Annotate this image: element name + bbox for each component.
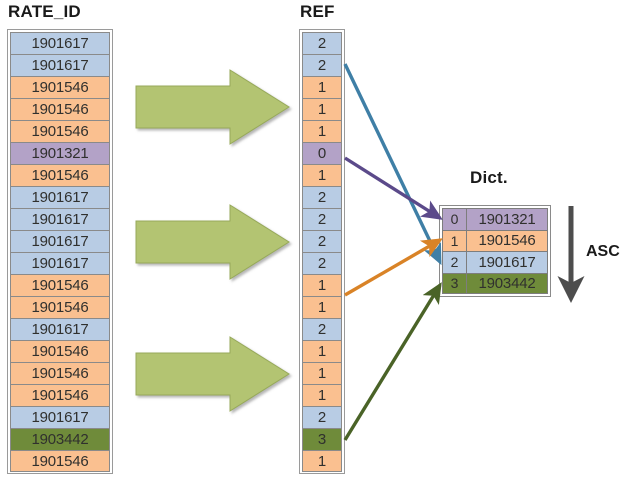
rate-id-cell: 1901617 — [10, 318, 110, 340]
mapping-line-darkgreen — [343, 282, 442, 441]
rate-id-cell: 1901546 — [10, 120, 110, 142]
mapping-line-orange — [344, 238, 443, 297]
dict-row-value: 1901546 — [478, 232, 536, 250]
ref-cell: 2 — [302, 318, 342, 340]
ref-cell: 2 — [302, 252, 342, 274]
ref-cell: 1 — [302, 340, 342, 362]
dict-row: 0 1901321 — [442, 208, 548, 230]
ref-cell: 2 — [302, 32, 342, 54]
rate-id-cell: 1901617 — [10, 252, 110, 274]
rate-id-column-title: RATE_ID — [8, 2, 81, 21]
asc-label: ASC — [586, 243, 620, 260]
dict-table-title: Dict. — [470, 168, 508, 187]
rate-id-cell: 1901546 — [10, 274, 110, 296]
transform-arrow-3 — [135, 336, 290, 412]
ref-cell: 2 — [302, 186, 342, 208]
ref-cell: 1 — [302, 164, 342, 186]
ref-cell: 0 — [302, 142, 342, 164]
ref-cell: 2 — [302, 54, 342, 76]
rate-id-cell: 1901546 — [10, 450, 110, 472]
rate-id-cell: 1901617 — [10, 186, 110, 208]
ref-cell: 1 — [302, 384, 342, 406]
ref-column-title: REF — [300, 2, 335, 21]
ref-cell: 2 — [302, 406, 342, 428]
rate-id-cell: 1901617 — [10, 230, 110, 252]
dict-row-value: 1903442 — [478, 274, 536, 292]
dict-table: 0 1901321 1 1901546 2 1901617 3 1903442 — [439, 205, 551, 297]
dict-row-value: 1901321 — [478, 210, 536, 228]
rate-id-cell: 1903442 — [10, 428, 110, 450]
dict-row-key: 0 — [443, 209, 467, 230]
rate-id-cell: 1901617 — [10, 32, 110, 54]
mapping-line-blue — [343, 63, 442, 266]
rate-id-cell: 1901546 — [10, 296, 110, 318]
dict-row-key: 3 — [443, 273, 467, 293]
dict-row: 1 1901546 — [442, 229, 548, 251]
dict-row: 3 1903442 — [442, 272, 548, 294]
rate-id-cell: 1901617 — [10, 208, 110, 230]
dict-row-key: 1 — [443, 230, 467, 251]
rate-id-cell: 1901546 — [10, 384, 110, 406]
ref-cell: 3 — [302, 428, 342, 450]
ref-cell: 1 — [302, 76, 342, 98]
rate-id-cell: 1901546 — [10, 340, 110, 362]
mapping-line-purple — [344, 156, 443, 220]
ref-cell: 2 — [302, 208, 342, 230]
ref-cell: 1 — [302, 120, 342, 142]
transform-arrow-1 — [135, 69, 290, 145]
rate-id-cell: 1901321 — [10, 142, 110, 164]
rate-id-cell: 1901546 — [10, 164, 110, 186]
ref-cell: 2 — [302, 230, 342, 252]
dict-row: 2 1901617 — [442, 251, 548, 273]
rate-id-cell: 1901617 — [10, 406, 110, 428]
ref-cell: 1 — [302, 450, 342, 472]
rate-id-cell: 1901617 — [10, 54, 110, 76]
ref-cell: 1 — [302, 296, 342, 318]
ref-cell: 1 — [302, 274, 342, 296]
ref-cell: 1 — [302, 362, 342, 384]
dict-row-key: 2 — [443, 252, 467, 273]
transform-arrow-2 — [135, 204, 290, 280]
ref-cell: 1 — [302, 98, 342, 120]
dict-row-value: 1901617 — [478, 253, 536, 271]
rate-id-cell: 1901546 — [10, 98, 110, 120]
rate-id-cell: 1901546 — [10, 76, 110, 98]
rate-id-cell: 1901546 — [10, 362, 110, 384]
